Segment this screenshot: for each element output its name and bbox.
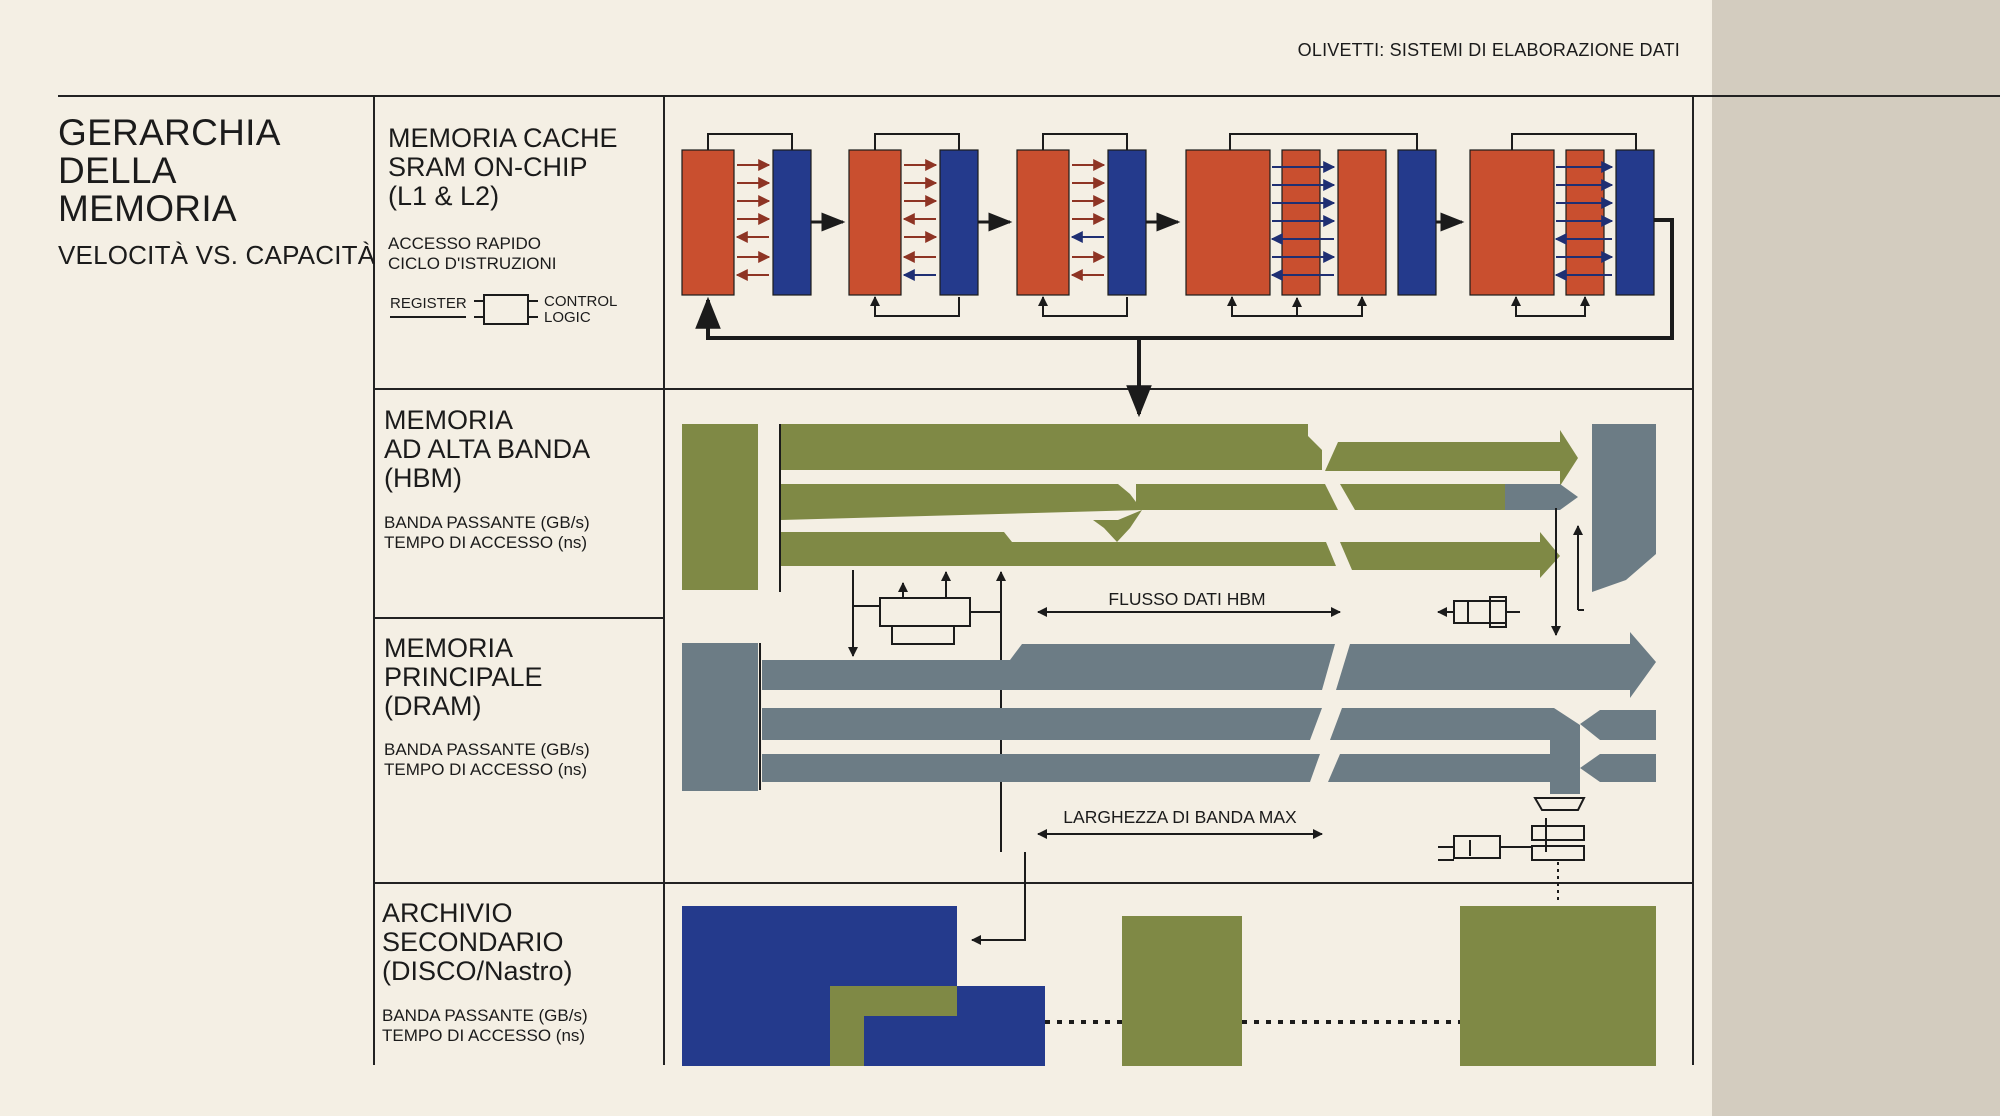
cache-feedback-bus	[695, 218, 1674, 340]
hbm-flow-label: FLUSSO DATI HBM	[1108, 589, 1265, 609]
diagram-right-border	[1692, 95, 1694, 1065]
header-rule	[58, 95, 2000, 97]
row-divider-cache	[373, 388, 1694, 390]
row-divider-dram	[373, 882, 1694, 884]
hbm-slate-connector	[1505, 424, 1656, 592]
section-title-dram: MEMORIA PRINCIPALE (DRAM)	[384, 633, 543, 721]
cache-unit-2	[848, 133, 979, 317]
hbm-bank	[682, 424, 758, 590]
storage-tape-unit	[1122, 916, 1242, 1066]
header-org-label: OLIVETTI: SISTEMI DI ELABORAZIONE DATI	[1297, 40, 1680, 60]
legend-control-logic-label: CONTROL LOGIC	[544, 293, 618, 326]
dram-data-lanes	[762, 632, 1656, 794]
legend-register-label: REGISTER	[390, 295, 467, 312]
cache-unit-4	[1185, 133, 1437, 317]
right-margin-panel	[1712, 0, 2000, 1116]
dram-bank	[682, 643, 758, 791]
section-title-hbm: MEMORIA AD ALTA BANDA (HBM)	[384, 405, 591, 493]
legend-control-logic-symbol	[474, 294, 538, 325]
hbm-dram-vertical-links	[1551, 508, 1584, 636]
dram-to-storage-arrow	[971, 852, 1026, 945]
section-desc-cache: ACCESSO RAPIDO CICLO D'ISTRUZIONI	[388, 234, 557, 273]
hbm-data-lanes	[781, 424, 1578, 578]
section-desc-dram: BANDA PASSANTE (GB/s) TEMPO DI ACCESSO (…	[384, 740, 590, 779]
row-divider-hbm	[373, 617, 665, 619]
section-title-cache: MEMORIA CACHE SRAM ON-CHIP (L1 & L2)	[388, 123, 618, 211]
dram-bandwidth-label: LARGHEZZA DI BANDA MAX	[1063, 807, 1297, 827]
section-desc-hbm: BANDA PASSANTE (GB/s) TEMPO DI ACCESSO (…	[384, 513, 590, 552]
storage-archive-unit	[1460, 906, 1656, 1066]
cache-unit-5	[1469, 133, 1655, 317]
hbm-register-symbol	[1437, 596, 1520, 628]
section-desc-storage: BANDA PASSANTE (GB/s) TEMPO DI ACCESSO (…	[382, 1006, 588, 1045]
section-title-storage: ARCHIVIO SECONDARIO (DISCO/Nastro)	[382, 898, 573, 986]
hbm-control-logic	[848, 570, 1001, 657]
cache-unit-1	[681, 133, 812, 296]
column-divider-right	[663, 95, 665, 1065]
column-divider-left	[373, 95, 375, 1065]
page-title: GERARCHIA DELLA MEMORIA	[58, 112, 281, 229]
page-subtitle: VELOCITÀ VS. CAPACITÀ	[58, 240, 376, 270]
cache-unit-3	[1016, 133, 1147, 317]
dram-control-logic	[1438, 797, 1586, 902]
storage-disk-array	[682, 906, 1045, 1066]
